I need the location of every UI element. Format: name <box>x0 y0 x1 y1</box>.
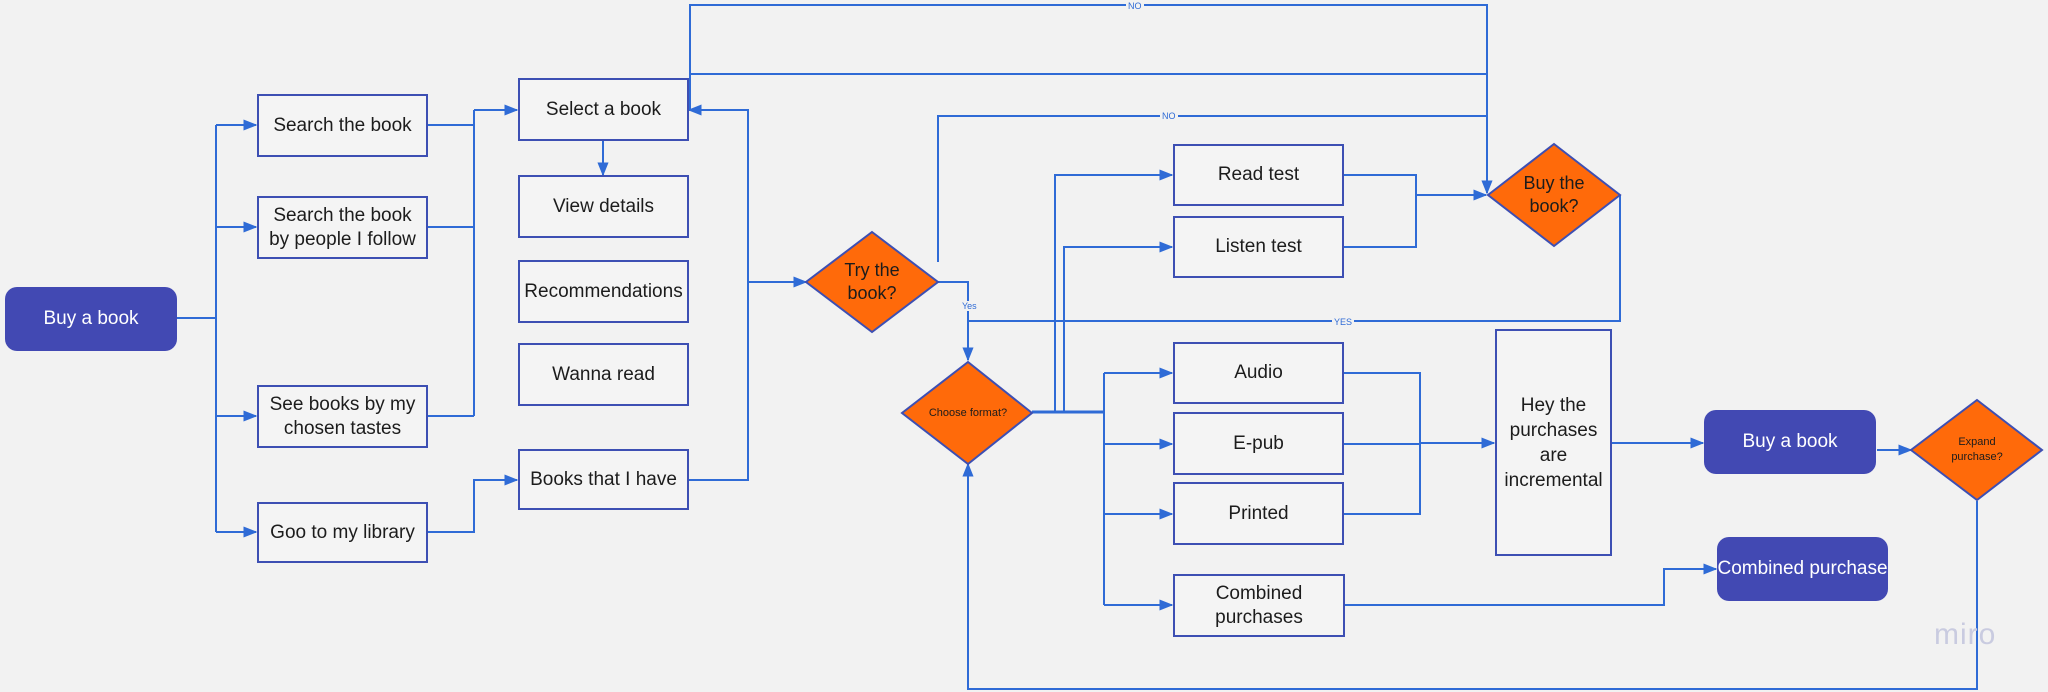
connector-expand-loop <box>962 462 1978 690</box>
node-wanna-read[interactable]: Wanna read <box>518 343 689 406</box>
diamond-try-book[interactable] <box>804 230 940 334</box>
node-read-test[interactable]: Read test <box>1173 144 1344 206</box>
edge-label-yes-try: Yes <box>960 301 979 311</box>
connector-formats-to-incremental <box>1344 372 1421 515</box>
node-incremental-note[interactable]: Hey the purchases are incremental <box>1495 329 1612 556</box>
miro-watermark: miro <box>1934 618 1997 651</box>
node-listen-test[interactable]: Listen test <box>1173 216 1344 278</box>
edge-label-no-try: NO <box>1160 111 1178 121</box>
node-search-the-book[interactable]: Search the book <box>257 94 428 157</box>
connector-buy-yes <box>968 195 1621 322</box>
node-view-details[interactable]: View details <box>518 175 689 238</box>
edge-label-yes-buy: YES <box>1332 317 1355 327</box>
connector-library-to-have <box>428 474 519 533</box>
node-search-by-people[interactable]: Search the book by people I follow <box>257 196 428 259</box>
node-printed[interactable]: Printed <box>1173 482 1344 545</box>
connector-combined <box>1345 563 1718 606</box>
diamond-expand-purchase[interactable] <box>1909 398 2044 502</box>
connector-tests-to-buy <box>1344 174 1417 248</box>
connector-to-listen-test <box>1063 241 1174 412</box>
diamond-buy-book[interactable] <box>1486 142 1622 248</box>
connector-to-try <box>689 109 749 481</box>
node-recommendations[interactable]: Recommendations <box>518 260 689 323</box>
node-books-that-i-have[interactable]: Books that I have <box>518 449 689 510</box>
connector-buy-no-loop <box>689 4 1488 193</box>
node-buy-a-book-start[interactable]: Buy a book <box>5 287 177 351</box>
connector-start-trunk <box>177 125 217 532</box>
connector-try-yes <box>938 281 974 362</box>
node-combined-purchase[interactable]: Combined purchase <box>1717 537 1888 601</box>
node-buy-a-book-end[interactable]: Buy a book <box>1704 410 1876 474</box>
node-see-books-by-tastes[interactable]: See books by my chosen tastes <box>257 385 428 448</box>
node-combined-purchases[interactable]: Combined purchases <box>1173 574 1345 637</box>
node-goo-to-library[interactable]: Goo to my library <box>257 502 428 563</box>
node-epub[interactable]: E-pub <box>1173 412 1344 475</box>
diamond-choose-format[interactable] <box>900 360 1034 466</box>
node-select-a-book[interactable]: Select a book <box>518 78 689 141</box>
node-audio[interactable]: Audio <box>1173 342 1344 404</box>
connector-buy-no-into-select <box>687 74 702 116</box>
connector-to-read-test <box>1054 169 1174 412</box>
edge-label-no-top: NO <box>1126 1 1144 11</box>
connector-search-to-select <box>428 110 475 417</box>
